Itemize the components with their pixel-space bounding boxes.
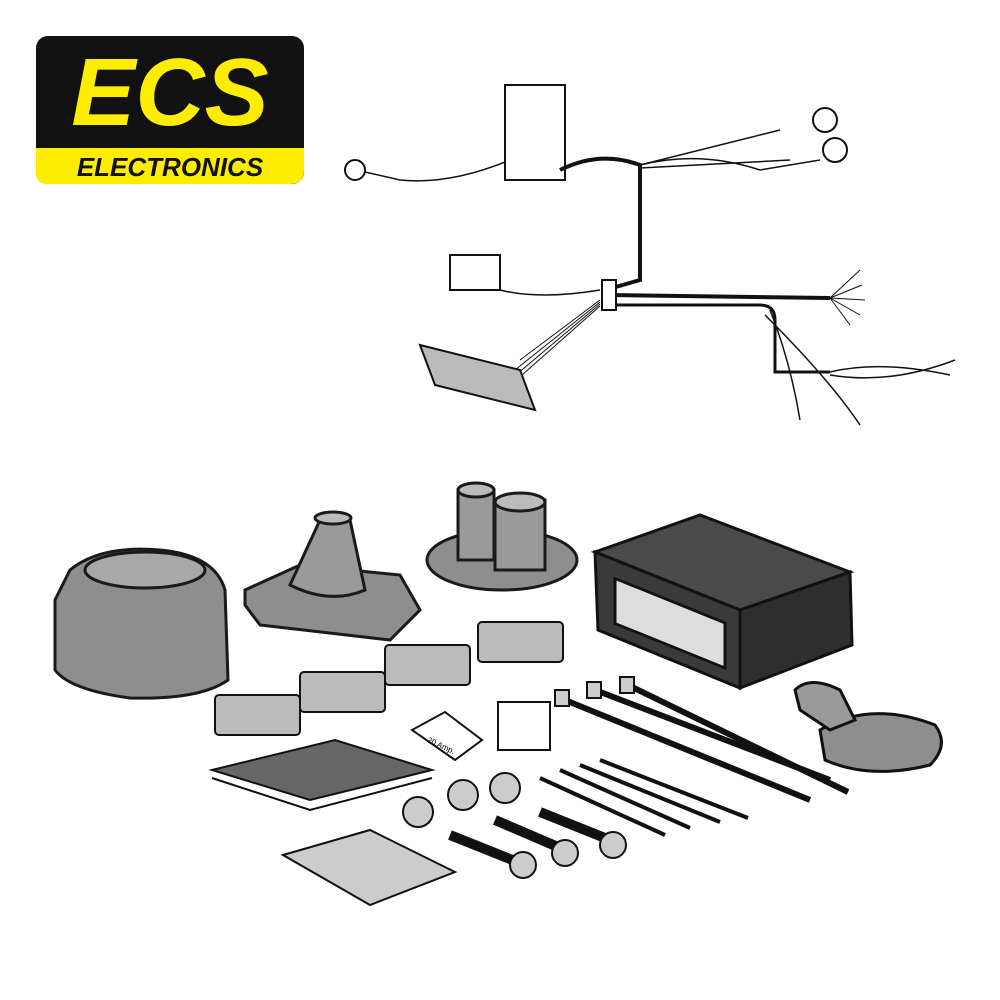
cable-ties xyxy=(539,676,850,837)
fuse-holder xyxy=(497,701,551,751)
nuts-bolts xyxy=(402,772,627,879)
logo-subtitle: ELECTRONICS xyxy=(77,152,264,182)
foam-pad xyxy=(208,738,436,802)
seal-grommet xyxy=(793,681,943,773)
logo-brand: ECS xyxy=(71,39,268,146)
fuse: 20 Amp. xyxy=(410,710,484,762)
grommet-plate xyxy=(243,510,422,642)
connector-blocks xyxy=(214,621,564,736)
control-module xyxy=(590,513,855,691)
wiring-harness xyxy=(344,84,956,426)
ecs-logo: ECS ELECTRONICS xyxy=(36,36,304,184)
adhesive-pad xyxy=(280,828,458,907)
rubber-grommet xyxy=(425,481,579,592)
tow-socket xyxy=(53,547,230,700)
